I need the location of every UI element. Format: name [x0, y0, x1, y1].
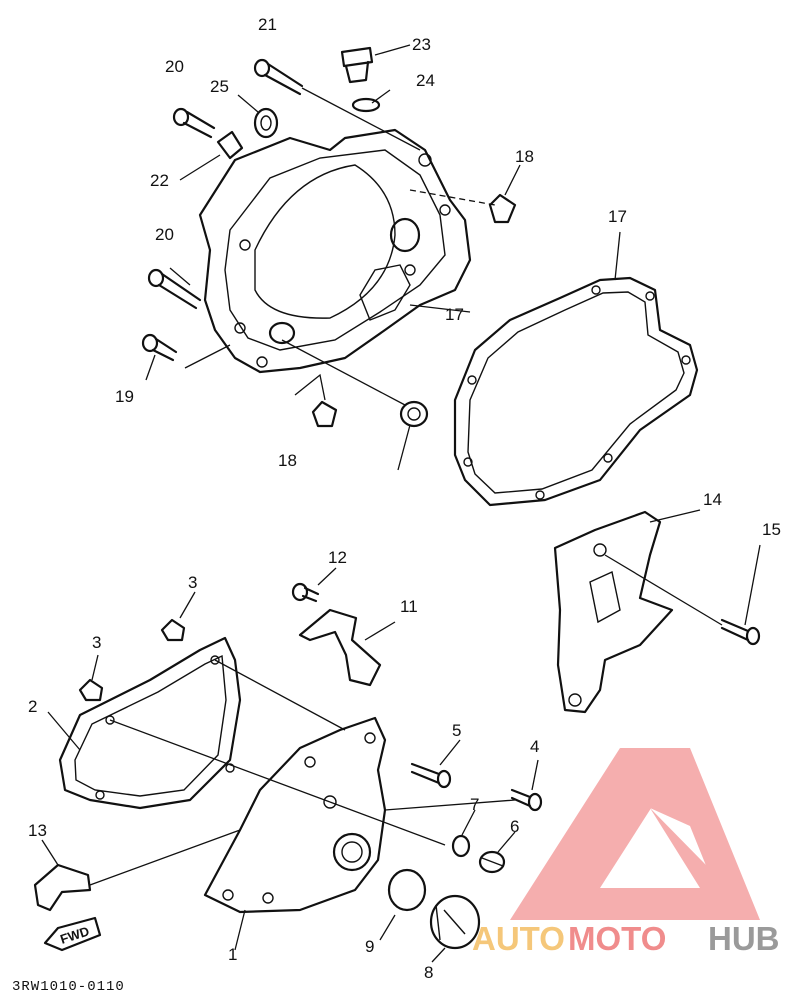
callout-11: 12	[328, 548, 347, 567]
part-code: 3RW1010-0110	[12, 979, 125, 995]
callout-3-bottom: 3	[92, 633, 101, 652]
callout-5: 5	[452, 721, 461, 740]
sprocket-cover-13	[553, 510, 674, 714]
fwd-arrow-icon: FWD	[43, 916, 102, 952]
plug-6	[478, 850, 506, 874]
dowel-pin-17-bottom	[311, 400, 338, 428]
leader-lines	[41, 44, 761, 963]
bolt-5	[410, 762, 452, 789]
oil-plug-21	[340, 46, 374, 84]
callout-16: 17	[608, 207, 627, 226]
dowel-pin-17-top	[488, 193, 517, 224]
callout-17-top: 18	[515, 147, 534, 166]
watermark-triangle-icon	[510, 748, 760, 920]
callout-18: 19	[115, 387, 134, 406]
callout-20-top: 21	[258, 15, 277, 34]
bolt-19	[172, 107, 216, 139]
callout-25: 25	[210, 77, 229, 96]
bolt-20-left	[147, 268, 202, 310]
bolt-14	[720, 618, 761, 646]
watermark-hub: HUB	[708, 920, 780, 957]
gasket-2	[58, 636, 242, 810]
bracket-10	[298, 608, 382, 687]
callout-7: 7	[470, 795, 479, 814]
callout-21: 23	[412, 35, 431, 54]
o-ring-9	[387, 868, 427, 912]
callout-19: 20	[165, 57, 184, 76]
callout-8: 8	[424, 963, 433, 982]
bolt-4	[510, 788, 543, 812]
oil-seal-23	[399, 400, 429, 428]
watermark-auto: AUTO	[472, 920, 565, 957]
o-ring-22	[351, 97, 381, 113]
callout-1: 1	[228, 945, 237, 964]
bolt-18	[141, 333, 178, 362]
callout-2: 2	[28, 697, 37, 716]
dowel-3-top	[160, 618, 186, 642]
callout-17-bottom: 18	[278, 451, 297, 470]
callout-3-top: 3	[188, 573, 197, 592]
callout-4: 4	[530, 737, 539, 756]
clip-24	[216, 130, 244, 160]
clamp-12	[33, 863, 92, 912]
gasket-16	[453, 276, 699, 507]
callout-13: 14	[703, 490, 722, 509]
o-ring-7	[451, 834, 471, 858]
callout-10: 11	[400, 597, 418, 616]
callout-15: 17	[445, 305, 464, 324]
bolt-11	[291, 582, 320, 603]
dowel-3-bottom	[78, 678, 104, 702]
callout-14: 15	[762, 520, 781, 539]
side-cover-1	[203, 716, 387, 914]
callout-22: 24	[416, 71, 435, 90]
bolt-20-top	[253, 58, 304, 96]
callout-6: 6	[510, 817, 519, 836]
callout-12: 13	[28, 821, 47, 840]
cap-8	[429, 894, 481, 950]
watermark-logo: AUTO MOTO HUB	[472, 748, 780, 957]
oil-seal-25	[253, 107, 279, 139]
crankcase-cover-15	[198, 128, 472, 374]
callout-labels: 21 23 24 20 25 22 18 20 17 17 19 18 14 1…	[28, 15, 781, 982]
watermark-moto: MOTO	[568, 920, 666, 957]
callout-24: 22	[150, 171, 169, 190]
callout-9: 9	[365, 937, 374, 956]
callout-20-left: 20	[155, 225, 174, 244]
